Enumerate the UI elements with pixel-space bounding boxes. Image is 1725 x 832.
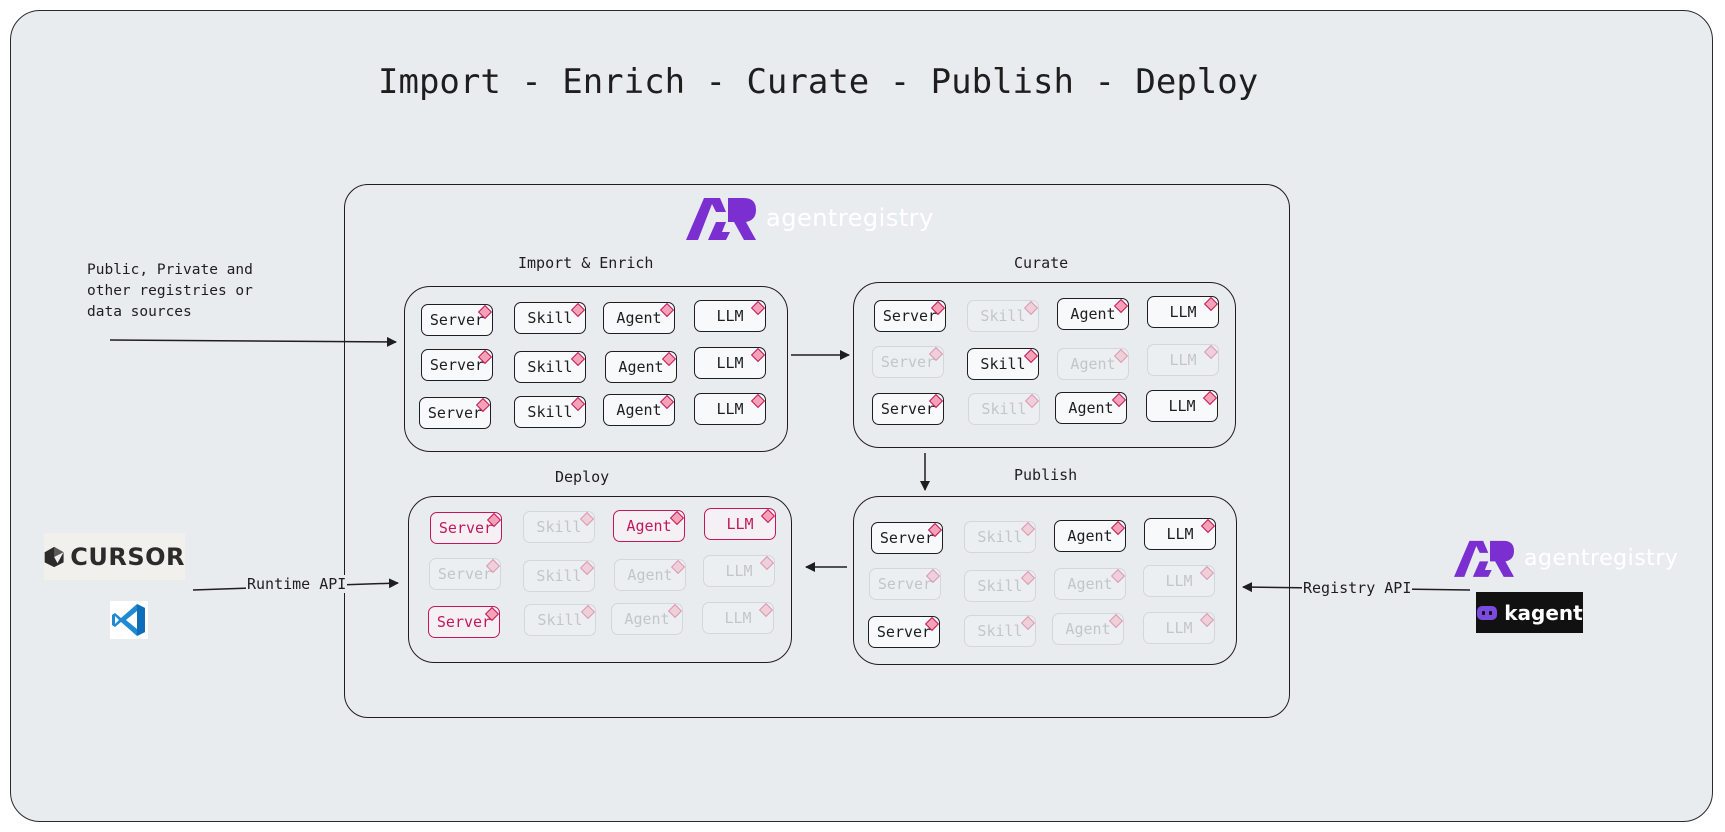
import-chip-server: Server <box>421 349 493 381</box>
publish-chip-server: Server <box>868 616 940 648</box>
publish-chip-llm-faded: LLM <box>1143 565 1215 597</box>
deploy-chip-skill-faded: Skill <box>523 511 595 543</box>
curate-chip-server-faded: Server <box>872 346 944 378</box>
diagram-canvas <box>10 10 1713 822</box>
curate-chip-server: Server <box>872 393 944 425</box>
publish-chip-agent-faded: Agent <box>1052 613 1124 645</box>
deploy-chip-server: Server <box>428 606 500 638</box>
stage-publish <box>853 496 1237 665</box>
curate-chip-agent: Agent <box>1055 392 1127 424</box>
import-chip-llm: LLM <box>694 300 766 332</box>
stage-label-deploy: Deploy <box>555 468 610 486</box>
cursor-wordmark: CURSOR <box>70 542 185 571</box>
sources-description: Public, Private and other registries or … <box>87 262 253 320</box>
arrow-sources-to-import <box>109 336 397 347</box>
deploy-chip-agent-faded: Agent <box>614 559 686 591</box>
agentregistry-logo-icon <box>686 198 756 240</box>
agentregistry-brand: agentregistry <box>686 196 934 240</box>
curate-chip-server: Server <box>874 300 946 332</box>
curate-chip-skill: Skill <box>967 348 1039 380</box>
publish-chip-skill-faded: Skill <box>964 570 1036 602</box>
kagent-robot-icon <box>1477 605 1498 620</box>
deploy-chip-agent: Agent <box>613 510 685 542</box>
deploy-chip-agent-faded: Agent <box>611 603 683 635</box>
publish-chip-skill-faded: Skill <box>964 521 1036 553</box>
stage-curate <box>853 282 1236 448</box>
publish-chip-server-faded: Server <box>869 568 941 600</box>
agentregistry-brand-right: agentregistry <box>1454 539 1678 577</box>
curate-chip-agent-faded: Agent <box>1057 348 1129 380</box>
deploy-chip-llm-faded: LLM <box>702 602 774 634</box>
stage-label-curate: Curate <box>1014 254 1069 272</box>
curate-chip-llm-faded: LLM <box>1147 344 1219 376</box>
publish-chip-server: Server <box>871 522 943 554</box>
import-chip-skill: Skill <box>514 351 586 383</box>
agentregistry-logo-icon <box>1454 540 1514 577</box>
publish-chip-agent-faded: Agent <box>1054 568 1126 600</box>
publish-chip-llm-faded: LLM <box>1143 612 1215 644</box>
kagent-logo: kagent <box>1476 592 1583 633</box>
import-chip-server: Server <box>421 304 493 336</box>
stage-label-import: Import & Enrich <box>518 254 654 272</box>
publish-chip-skill-faded: Skill <box>964 615 1036 647</box>
stage-label-publish: Publish <box>1014 466 1078 484</box>
import-chip-skill: Skill <box>514 302 586 334</box>
agentregistry-wordmark: agentregistry <box>766 204 934 232</box>
deploy-chip-skill-faded: Skill <box>523 560 595 592</box>
curate-chip-llm: LLM <box>1146 390 1218 422</box>
agentregistry-wordmark: agentregistry <box>1524 545 1679 571</box>
import-chip-agent: Agent <box>603 302 675 334</box>
stage-deploy <box>408 496 792 663</box>
deploy-chip-skill-faded: Skill <box>524 604 596 636</box>
runtime-api-label: Runtime API <box>246 575 348 593</box>
vscode-icon <box>110 601 148 639</box>
curate-chip-skill-faded: Skill <box>967 300 1039 332</box>
publish-chip-llm: LLM <box>1144 518 1216 550</box>
import-chip-llm: LLM <box>694 347 766 379</box>
deploy-chip-llm: LLM <box>704 508 776 540</box>
import-chip-server: Server <box>419 397 491 429</box>
publish-chip-agent: Agent <box>1054 520 1126 552</box>
import-chip-llm: LLM <box>694 393 766 425</box>
deploy-chip-server-faded: Server <box>429 558 501 590</box>
deploy-chip-server: Server <box>430 512 502 544</box>
registry-api-label: Registry API <box>1302 579 1413 597</box>
import-chip-agent: Agent <box>605 351 677 383</box>
stage-import-enrich <box>404 286 788 452</box>
curate-chip-llm: LLM <box>1147 296 1219 328</box>
curate-chip-agent: Agent <box>1057 298 1129 330</box>
import-chip-agent: Agent <box>603 394 675 426</box>
agentregistry-container <box>344 184 1290 718</box>
deploy-chip-llm-faded: LLM <box>703 555 775 587</box>
import-chip-skill: Skill <box>514 396 586 428</box>
cursor-icon <box>44 546 64 567</box>
diagram-title: Import - Enrich - Curate - Publish - Dep… <box>378 62 1259 102</box>
kagent-wordmark: kagent <box>1504 600 1583 625</box>
curate-chip-skill-faded: Skill <box>968 393 1040 425</box>
cursor-logo: CURSOR <box>44 533 185 580</box>
